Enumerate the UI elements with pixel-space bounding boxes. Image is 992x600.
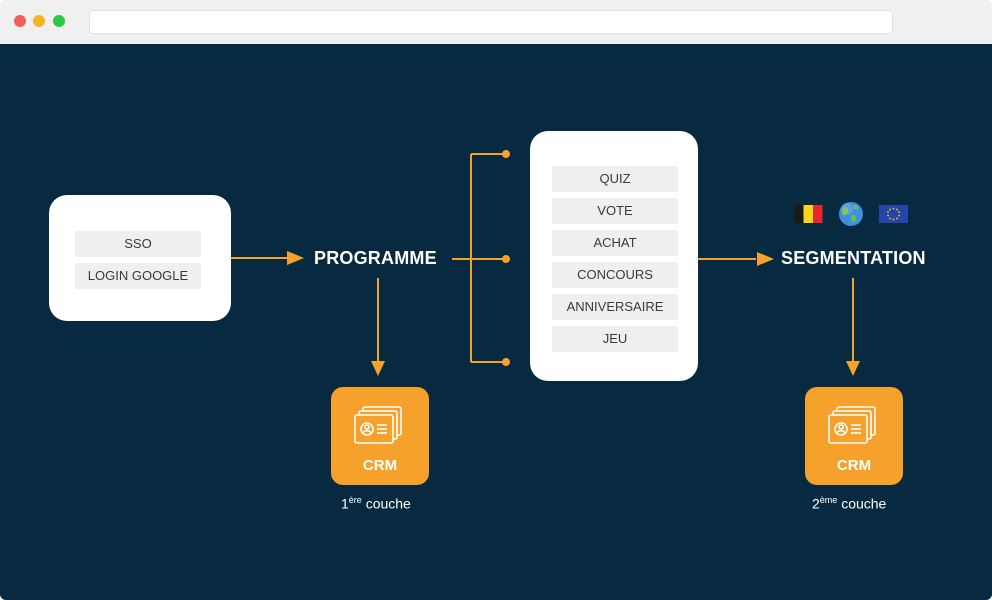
programme-label: PROGRAMME [314, 248, 437, 268]
crm-second-box: CRM [805, 387, 903, 485]
contact-cards-icon [354, 406, 402, 444]
auth-card: SSO LOGIN GOOGLE [49, 195, 231, 321]
sso-pill: SSO [75, 231, 201, 257]
browser-titlebar [0, 0, 992, 44]
activity-concours: CONCOURS [552, 262, 678, 288]
minimize-window-button[interactable] [33, 15, 45, 27]
crm-first-label: CRM [362, 457, 398, 474]
close-window-button[interactable] [14, 15, 26, 27]
crm-second-label: CRM [836, 457, 872, 474]
maximize-window-button[interactable] [53, 15, 65, 27]
activity-vote: VOTE [552, 198, 678, 224]
contact-cards-icon [828, 406, 876, 444]
login-google-pill: LOGIN GOOGLE [75, 263, 201, 289]
globe-icon [839, 202, 863, 226]
activity-quiz: QUIZ [552, 166, 678, 192]
activity-anniversaire: ANNIVERSAIRE [552, 294, 678, 320]
activity-jeu: JEU [552, 326, 678, 352]
activities-card: QUIZ VOTE ACHAT CONCOURS ANNIVERSAIRE JE… [530, 131, 698, 381]
segmentation-label: SEGMENTATION [781, 248, 926, 268]
diagram-canvas [0, 44, 992, 600]
crm-first-box: CRM [331, 387, 429, 485]
layer-second-caption: 2ème couche [812, 495, 887, 512]
address-bar[interactable] [89, 10, 893, 34]
layer-first-caption: 1ère couche [341, 495, 411, 512]
activity-achat: ACHAT [552, 230, 678, 256]
eu-flag-icon [879, 205, 908, 223]
belgium-flag-icon [794, 205, 823, 223]
